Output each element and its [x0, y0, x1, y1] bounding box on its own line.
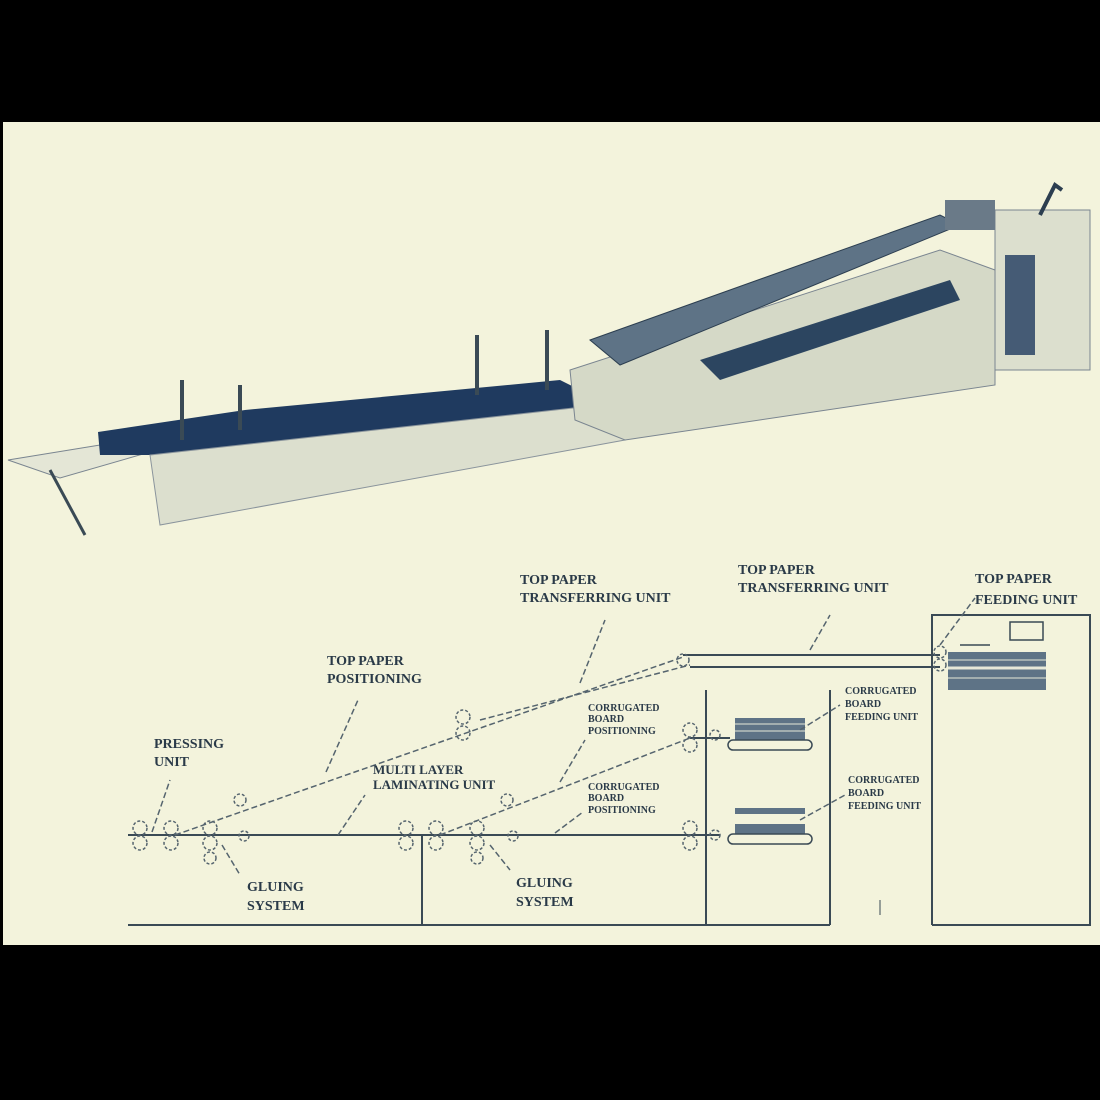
board-feed-deck	[700, 280, 960, 380]
schematic	[128, 597, 1091, 926]
rollers	[132, 645, 947, 865]
board-stack-upper	[727, 718, 813, 751]
top-paper-stack	[948, 621, 1046, 690]
conveyor-belt	[98, 380, 600, 455]
machine-illustration	[7, 182, 1091, 536]
board-stack-lower	[727, 808, 813, 845]
